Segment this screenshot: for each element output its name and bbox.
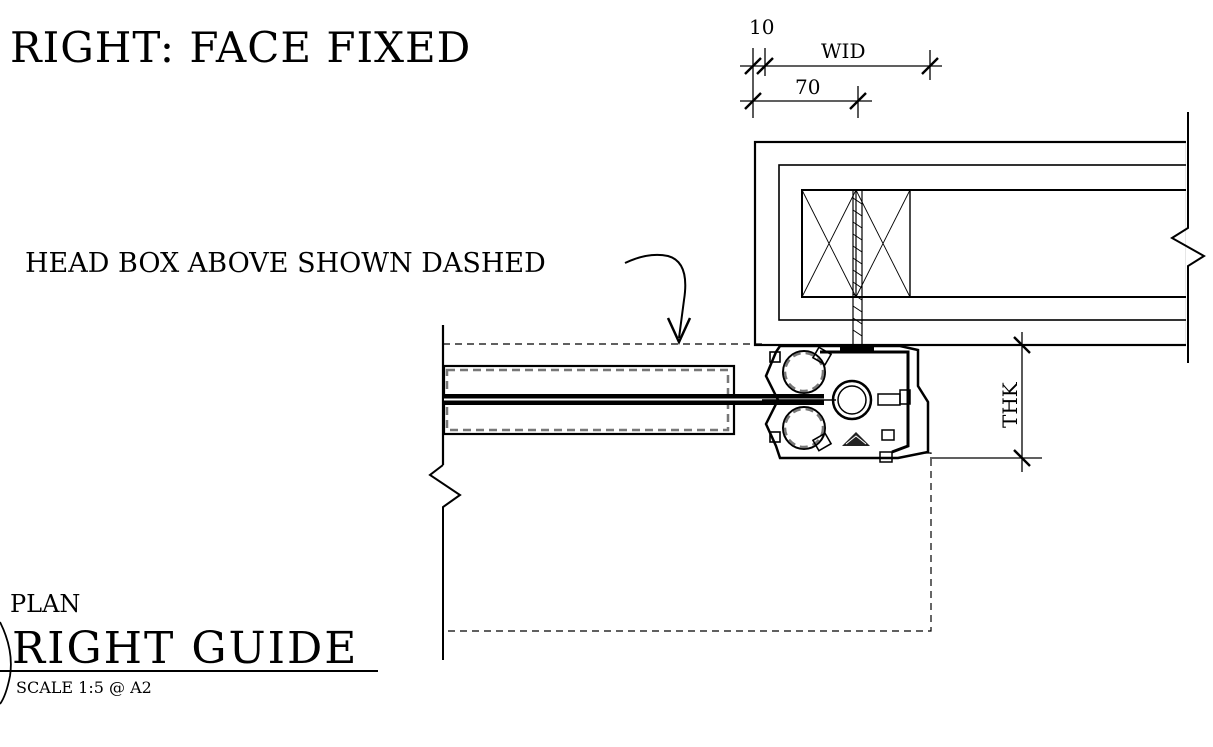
leader-arrowhead: [666, 317, 692, 346]
view-name-label: RIGHT GUIDE: [12, 623, 358, 674]
break-line-right: [1170, 112, 1206, 363]
thk-dimension: THK: [925, 332, 1042, 472]
dim-tick: [849, 92, 867, 110]
scale-label: SCALE 1:5 @ A2: [16, 678, 152, 697]
dim-label-thk: THK: [998, 381, 1022, 428]
guide-channel: [762, 344, 930, 463]
head-box-section: [753, 110, 1213, 365]
brush-pad: [842, 432, 870, 446]
dim-label-70: 70: [795, 75, 820, 99]
view-type-label: PLAN: [10, 590, 80, 618]
dim-label-10: 10: [749, 15, 774, 39]
dim-tick: [1013, 336, 1031, 354]
dim-tick: [1013, 449, 1031, 467]
dim-tick: [744, 57, 762, 75]
dim-label-wid: WID: [821, 39, 866, 63]
bolt-icon: [769, 346, 911, 463]
top-dimensions: 10 WID 70: [740, 15, 942, 118]
dim-tick: [756, 57, 774, 75]
view-reference-bubble: [0, 621, 12, 705]
callout-note-text: HEAD BOX ABOVE SHOWN DASHED: [25, 248, 546, 279]
dim-tick: [921, 57, 939, 75]
dim-tick: [744, 92, 762, 110]
head-box-callout: HEAD BOX ABOVE SHOWN DASHED: [25, 248, 692, 346]
leader-line: [624, 253, 687, 339]
fixing-screw: [840, 189, 874, 351]
drawing-title: RIGHT: FACE FIXED: [10, 23, 471, 72]
view-caption: PLAN RIGHT GUIDE SCALE 1:5 @ A2: [0, 590, 378, 705]
